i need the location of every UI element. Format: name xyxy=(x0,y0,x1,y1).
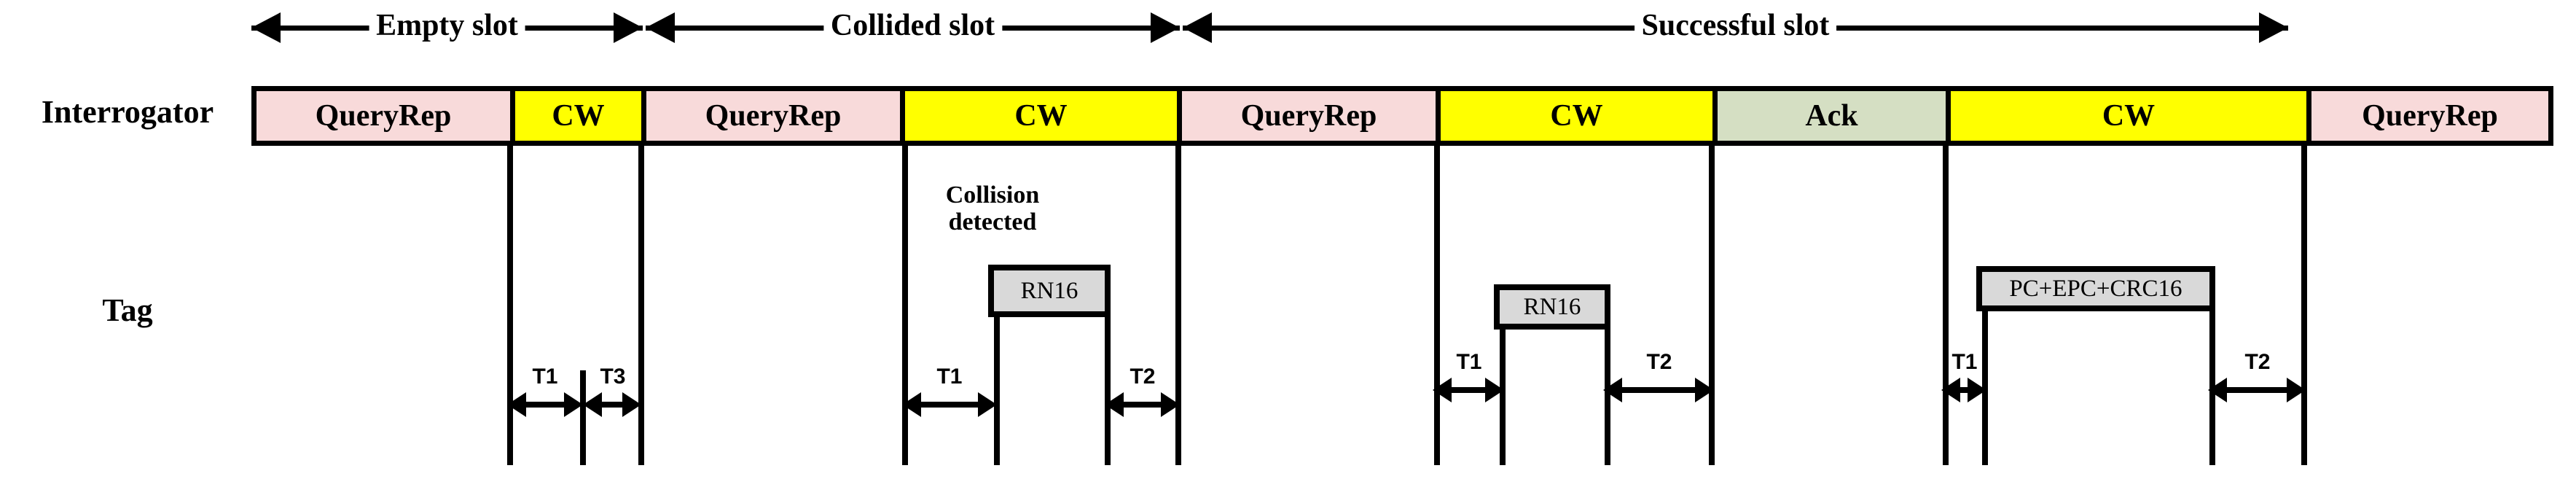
dim-bar xyxy=(1115,402,1170,408)
message-queryrep-2[interactable]: QueryRep xyxy=(646,91,905,141)
message-queryrep-4[interactable]: QueryRep xyxy=(2311,91,2548,141)
arrow-right-icon xyxy=(622,392,641,417)
timing-arrow-t1-successful-rn16 xyxy=(1433,378,1504,402)
timing-label-t2-collided-slot: T2 xyxy=(1130,365,1156,389)
slot-header-successful-slot: Successful slot xyxy=(1183,4,2288,48)
tag-packet-rn16-successful[interactable]: RN16 xyxy=(1494,284,1610,330)
timing-label-t2-successful-rn16: T2 xyxy=(1646,350,1672,374)
message-cw-2[interactable]: CW xyxy=(905,91,1182,141)
dim-bar xyxy=(1443,387,1494,393)
pulse-leg-left-rn16-collided xyxy=(994,306,1000,465)
dim-bar xyxy=(1613,387,1704,393)
timing-label-t3-empty-slot: T3 xyxy=(600,365,626,389)
arrow-left-icon xyxy=(2208,378,2227,402)
arrow-left-icon xyxy=(902,392,921,417)
message-cw-3[interactable]: CW xyxy=(1441,91,1718,141)
arrow-right-icon xyxy=(614,12,643,43)
timing-arrow-t2-collided-slot xyxy=(1105,392,1180,417)
timing-arrow-t1-successful-epc xyxy=(1941,378,1986,402)
timing-label-t1-collided-slot: T1 xyxy=(936,365,963,389)
interrogator-message-row: QueryRep CW QueryRep CW QueryRep CW Ack … xyxy=(251,86,2553,146)
boundary-line-collided-cw-end xyxy=(1175,144,1181,465)
timing-arrow-t1-empty-slot xyxy=(507,392,583,417)
dim-bar xyxy=(1951,387,1976,393)
arrow-right-icon xyxy=(2259,12,2288,43)
timing-label-t1-successful-rn16: T1 xyxy=(1456,350,1482,374)
slot-header-label-collided-slot: Collided slot xyxy=(823,4,1003,47)
message-label: QueryRep xyxy=(1240,99,1377,133)
row-label-tag: Tag xyxy=(102,292,153,328)
dim-bar xyxy=(593,402,631,408)
slot-header-label-successful-slot: Successful slot xyxy=(1634,4,1837,47)
annotation-line-2: detected xyxy=(948,208,1037,235)
message-label: CW xyxy=(1014,99,1068,133)
timing-arrow-t3-empty-slot xyxy=(583,392,641,417)
timing-arrow-t2-successful-epc xyxy=(2208,378,2306,402)
boundary-line-successful-cw1-start xyxy=(1434,144,1440,465)
dim-bar xyxy=(517,402,573,408)
tag-packet-rn16-collided[interactable]: RN16 xyxy=(988,265,1111,317)
arrow-left-icon xyxy=(1105,392,1124,417)
annotation-collision-detected: Collision detected xyxy=(883,182,1102,235)
boundary-line-successful-ack-start xyxy=(1709,144,1715,465)
arrow-left-icon xyxy=(507,392,526,417)
timing-label-t1-successful-epc: T1 xyxy=(1951,350,1978,374)
boundary-line-empty-cw-end xyxy=(638,144,644,465)
message-cw-4[interactable]: CW xyxy=(1951,91,2311,141)
tag-packet-label: RN16 xyxy=(1020,277,1078,304)
arrow-left-icon xyxy=(251,12,281,43)
timing-label-t2-successful-epc: T2 xyxy=(2244,350,2271,374)
message-cw-1[interactable]: CW xyxy=(515,91,646,141)
arrow-right-icon xyxy=(2287,378,2306,402)
message-label: CW xyxy=(2102,99,2156,133)
boundary-line-empty-cw-start xyxy=(507,144,513,465)
pulse-leg-right-rn16-collided xyxy=(1105,306,1111,465)
slot-header-empty-slot: Empty slot xyxy=(251,4,643,48)
tag-packet-label: RN16 xyxy=(1523,293,1581,320)
arrow-left-icon xyxy=(1433,378,1452,402)
arrow-left-icon xyxy=(1603,378,1622,402)
arrow-right-icon xyxy=(1161,392,1180,417)
message-label: QueryRep xyxy=(315,99,452,133)
row-label-interrogator: Interrogator xyxy=(41,94,214,130)
timing-arrow-t1-collided-slot xyxy=(902,392,997,417)
timing-label-t1-empty-slot: T1 xyxy=(532,365,558,389)
message-queryrep-1[interactable]: QueryRep xyxy=(257,91,515,141)
arrow-left-icon xyxy=(1941,378,1960,402)
tag-packet-label: PC+EPC+CRC16 xyxy=(2009,275,2182,302)
dim-bar xyxy=(2218,387,2295,393)
arrow-left-icon xyxy=(583,392,602,417)
arrow-right-icon xyxy=(1695,378,1714,402)
boundary-line-successful-cw2-start xyxy=(1943,144,1949,465)
arrow-right-icon xyxy=(1151,12,1180,43)
message-queryrep-3[interactable]: QueryRep xyxy=(1182,91,1441,141)
boundary-line-collided-cw-start xyxy=(902,144,908,465)
arrow-left-icon xyxy=(646,12,675,43)
arrow-right-icon xyxy=(564,392,583,417)
message-label: QueryRep xyxy=(2362,99,2498,133)
arrow-left-icon xyxy=(1183,12,1212,43)
boundary-line-successful-queryrep-start xyxy=(2301,144,2307,465)
message-label: Ack xyxy=(1805,99,1858,133)
message-label: QueryRep xyxy=(705,99,842,133)
slot-header-label-empty-slot: Empty slot xyxy=(369,4,525,47)
annotation-line-1: Collision xyxy=(945,182,1040,209)
arrow-right-icon xyxy=(978,392,997,417)
message-label: CW xyxy=(552,99,605,133)
timing-arrow-t2-successful-rn16 xyxy=(1603,378,1714,402)
message-label: CW xyxy=(1550,99,1603,133)
tag-packet-pc-epc-crc16[interactable]: PC+EPC+CRC16 xyxy=(1976,266,2215,311)
arrow-right-icon xyxy=(1968,378,1986,402)
slot-header-collided-slot: Collided slot xyxy=(646,4,1180,48)
dim-bar xyxy=(912,402,987,408)
tick-line-empty-t1-t3 xyxy=(580,370,586,465)
arrow-right-icon xyxy=(1485,378,1504,402)
message-ack[interactable]: Ack xyxy=(1718,91,1951,141)
